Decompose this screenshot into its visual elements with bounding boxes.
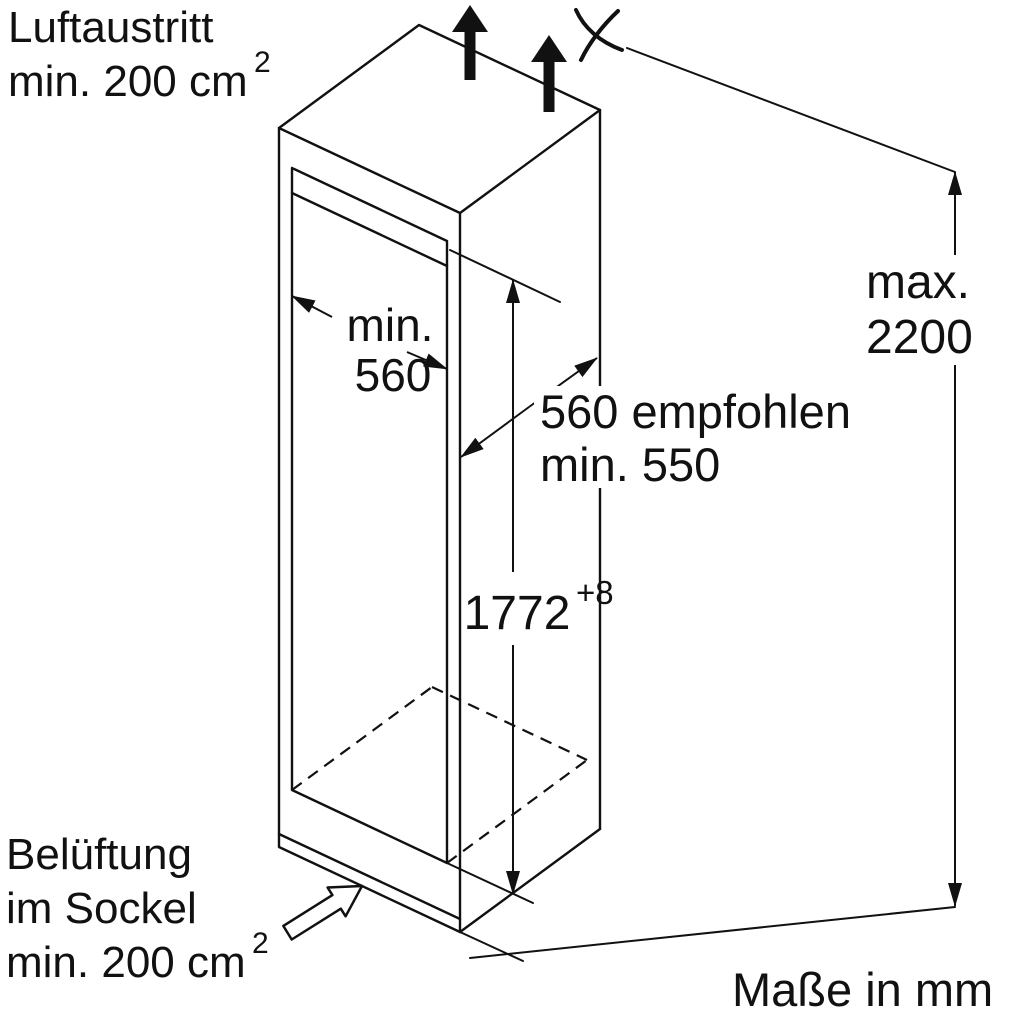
base-airflow-arrow-icon bbox=[282, 884, 364, 941]
depth-dim-label-line1: 560 empfohlen bbox=[540, 385, 851, 438]
hidden-floor-left-edge bbox=[291, 686, 433, 791]
cabinet-front-outline bbox=[277, 126, 462, 934]
cabinet-top-face bbox=[277, 23, 602, 215]
base-vent-label-line2: im Sockel bbox=[6, 884, 197, 933]
air-outlet-label-line2: min. 200 cm bbox=[8, 57, 248, 106]
base-front-top-line bbox=[277, 832, 462, 921]
top-diagonal-leader bbox=[626, 47, 956, 173]
base-vent-label-line1: Belüftung bbox=[6, 830, 192, 879]
max-height-label-line1: max. bbox=[866, 256, 970, 309]
labels: Luftaustritt min. 200 cm 2 min. 560 560 … bbox=[6, 3, 993, 1015]
niche-inner-opening bbox=[290, 166, 449, 865]
air-outlet-label-superscript: 2 bbox=[254, 46, 271, 79]
width-dim-label-line2: 560 bbox=[355, 349, 432, 401]
air-outlet-label-line1: Luftaustritt bbox=[8, 3, 213, 52]
cut-mark-icon bbox=[574, 8, 624, 62]
extension-lines bbox=[446, 47, 956, 962]
width-dim-left-arrow bbox=[291, 295, 333, 318]
bottom-edge-extension bbox=[459, 931, 524, 962]
base-vent-label-line3: min. 200 cm bbox=[6, 938, 246, 987]
depth-dim-front-arrow bbox=[460, 406, 530, 458]
hidden-floor-back-edge bbox=[431, 686, 588, 761]
base-vent-label-superscript: 2 bbox=[252, 927, 269, 960]
max-height-label-line2: 2200 bbox=[866, 311, 973, 364]
dimension-arrows bbox=[291, 171, 962, 907]
cabinet-side-bottom-edge bbox=[458, 827, 602, 934]
floor-extension-line bbox=[446, 862, 534, 904]
width-dim-label-line1: min. bbox=[347, 299, 434, 351]
units-note-label: Maße in mm bbox=[732, 963, 993, 1015]
niche-top-rail-line bbox=[290, 191, 449, 268]
ceiling-extension-line bbox=[449, 249, 561, 303]
airflow-up-arrow-icon bbox=[452, 5, 488, 80]
airflow-icons bbox=[452, 5, 624, 112]
bottom-diagonal-leader bbox=[469, 906, 956, 959]
airflow-up-arrow-icon bbox=[531, 35, 567, 112]
depth-label-backing bbox=[534, 386, 870, 488]
height-dim-tolerance: +8 bbox=[576, 574, 614, 611]
hidden-floor-right-edge bbox=[446, 759, 588, 864]
height-dim-label: 1772 bbox=[464, 587, 571, 640]
hidden-floor-edges bbox=[291, 686, 588, 864]
depth-dim-label-line2: min. 550 bbox=[540, 438, 720, 491]
width-dim-right-arrow bbox=[406, 351, 448, 370]
